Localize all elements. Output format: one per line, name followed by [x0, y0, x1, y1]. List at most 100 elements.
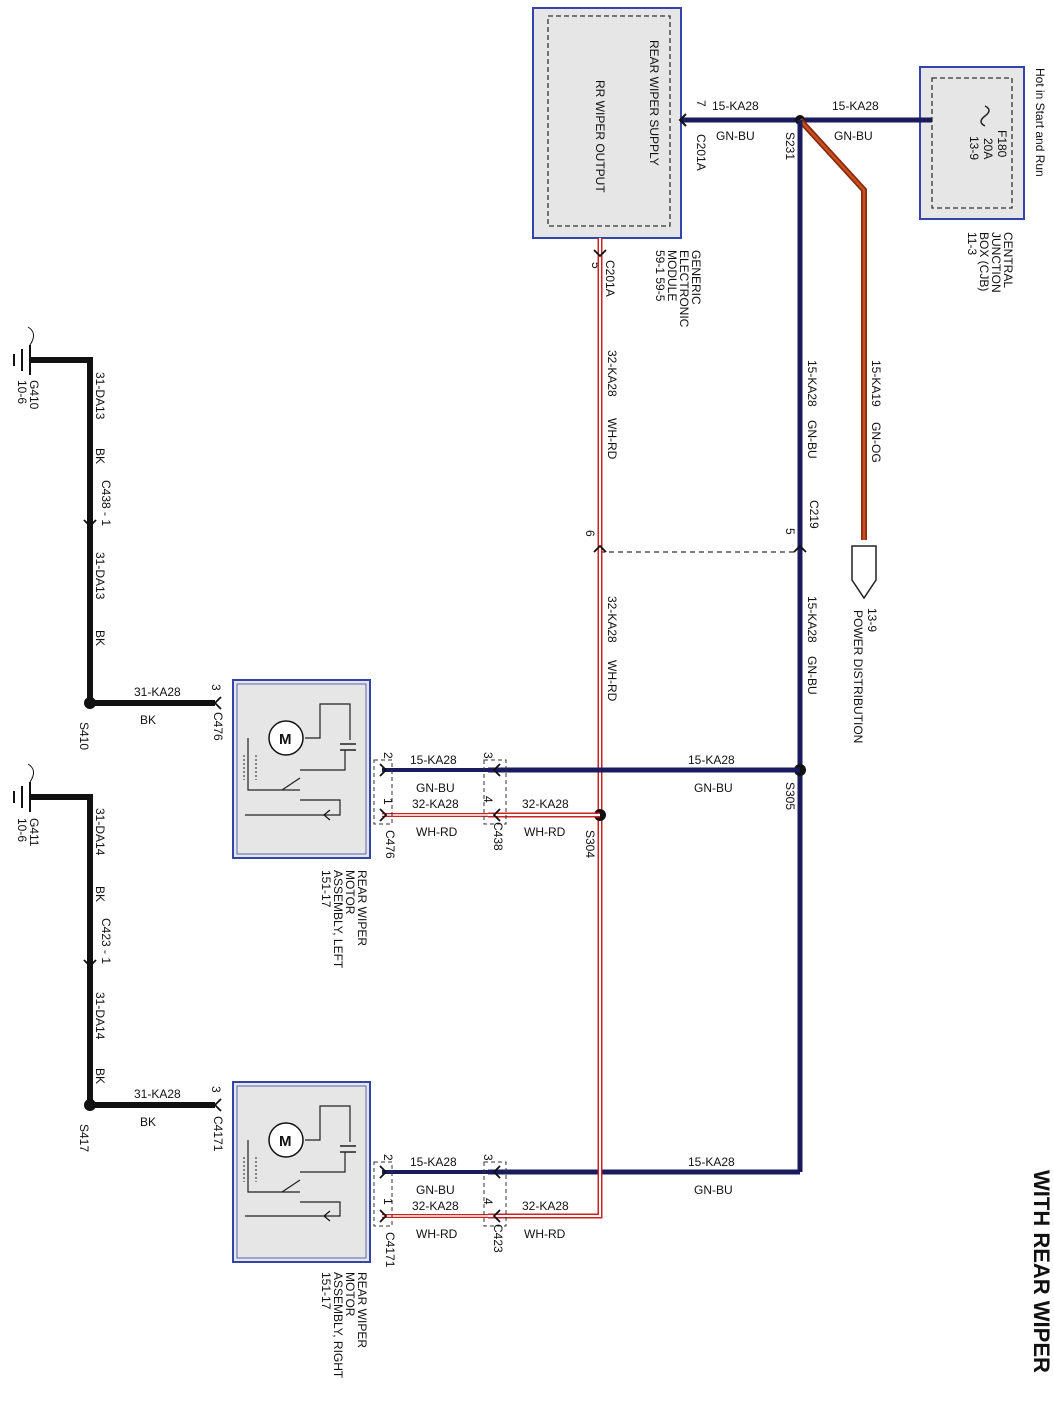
wire-label-whrd-v2: WH-RD — [605, 660, 619, 702]
c219-pin6: 6 — [583, 530, 597, 537]
wire-label-ka28-l1: 15-KA28 — [688, 753, 735, 767]
c476-label-top: C476 — [211, 712, 225, 741]
wire-label-gnbu-r1: GN-BU — [694, 1183, 733, 1197]
c476-pin3-chevron — [213, 696, 222, 710]
wire-label-bk-da14-2: BK — [93, 1068, 107, 1084]
wire-label-whrd-l2: WH-RD — [416, 825, 458, 839]
wire-label-whrd-v1: WH-RD — [605, 418, 619, 460]
wire-label-ka28-l2: 15-KA28 — [410, 753, 457, 767]
c219-label: C219 — [807, 500, 821, 529]
motor-right-internal-3 — [300, 1152, 346, 1173]
c423-pin4: 4 — [481, 1198, 495, 1205]
gem-name-2: ELECTRONIC — [677, 250, 691, 328]
g410-label: G410 — [27, 380, 41, 410]
gem-supply-pin: 7 — [694, 100, 708, 107]
c4171-chevron-2 — [379, 1165, 388, 1179]
c4171-pin1: 1 — [381, 1198, 395, 1205]
gem-output-pin: 5 — [589, 262, 603, 269]
wire-label-ka28-31-l: 31-KA28 — [134, 685, 181, 699]
fuse-rating: 20A — [981, 138, 995, 159]
diagram-title: WITH REAR WIPER — [1029, 1170, 1054, 1373]
wire-label-bk-da14-1: BK — [93, 886, 107, 902]
c4171-pin3: 3 — [209, 1086, 223, 1093]
power-dist-ref: 13-9 — [865, 608, 879, 632]
c476-chevron-2 — [379, 763, 388, 777]
wire-gnog — [797, 117, 867, 540]
motor-right-internal-4 — [245, 1201, 341, 1217]
wire-label-bk-da13-2: BK — [93, 630, 107, 646]
hot-label: Hot in Start and Run — [1033, 68, 1047, 177]
wire-label-bk-r: BK — [140, 1115, 156, 1129]
c438-chevron-3 — [492, 763, 501, 777]
fuse-ref: 13-9 — [967, 136, 981, 160]
wire-bk-g411 — [30, 794, 93, 1105]
wire-label-ka19: 15-KA19 — [869, 360, 883, 407]
c423-1-chevron — [83, 959, 97, 968]
motor-left-box-inner — [236, 683, 367, 855]
wire-label-ka28-v2: 15-KA28 — [805, 596, 819, 643]
c219-pin5: 5 — [783, 528, 797, 535]
motor-left-name-3: ASSEMBLY, LEFT — [331, 870, 345, 969]
gem-inner-dashed — [547, 15, 671, 227]
wire-label-ka28-32-v1: 32-KA28 — [605, 350, 619, 397]
c4171-dashed — [373, 1161, 393, 1227]
c438-1-label: C438 - 1 — [99, 480, 113, 526]
motor-right-term-arrow — [323, 1210, 331, 1222]
c476-dashed — [373, 759, 393, 825]
c476-pin2: 2 — [381, 752, 395, 759]
wire-label-bk-da13-1: BK — [93, 448, 107, 464]
power-dist-connector — [851, 545, 877, 600]
c219-chevron-a — [793, 544, 807, 553]
wire-label-gnbu-v1: GN-BU — [805, 420, 819, 459]
wire-label-ka28-32-r2: 32-KA28 — [412, 1199, 459, 1213]
g411-label: G411 — [27, 818, 41, 847]
wire-label-gnog: GN-OG — [869, 422, 883, 463]
wire-label-ka28-32-r1: 32-KA28 — [522, 1199, 569, 1213]
cjb-name-3: BOX (CJB) — [977, 232, 991, 291]
c438-pin4: 4 — [481, 796, 495, 803]
c438-chevron-4 — [492, 808, 501, 822]
c423-label: C423 — [491, 1224, 505, 1253]
c423-chevron-3 — [492, 1165, 501, 1179]
wire-label-whrd-r2: WH-RD — [416, 1227, 458, 1241]
c423-pin3: 3 — [481, 1154, 495, 1161]
ground-g411-icon — [13, 763, 34, 812]
wire-gnog-stripe — [799, 119, 866, 540]
motor-left-m-label: M — [279, 731, 292, 748]
ground-g410-icon — [13, 326, 34, 375]
motor-left-name-2: MOTOR — [343, 870, 357, 915]
c423-dashed — [483, 1161, 507, 1227]
c438-label: C438 — [491, 822, 505, 851]
wire-label-ka28-32-v2: 32-KA28 — [605, 596, 619, 643]
cjb-inner-dashed — [931, 77, 1013, 209]
motor-left-ref: 151-17 — [319, 870, 333, 908]
wire-label-gnbu-top2: GN-BU — [834, 129, 873, 143]
gem-name-1: GENERIC — [689, 250, 703, 305]
wire-label-da14-1: 31-DA14 — [93, 808, 107, 856]
gem-supply-chevron — [678, 113, 687, 127]
gem-output-label: RR WIPER OUTPUT — [593, 80, 607, 193]
cjb-ref: 11-3 — [965, 232, 979, 255]
fuse-id: F180 — [995, 130, 1009, 158]
c4171-label-top: C4171 — [211, 1116, 225, 1152]
gem-ref: 59-1 59-5 — [653, 250, 667, 302]
fuse-symbol — [980, 105, 990, 127]
c476-chevron-1 — [379, 808, 388, 822]
wire-label-whrd-l1: WH-RD — [524, 825, 566, 839]
s304-label: S304 — [583, 830, 597, 858]
motor-right-m-label: M — [279, 1133, 292, 1150]
motor-left-switch — [281, 777, 301, 791]
motor-left-internal-4 — [245, 799, 341, 816]
wire-label-gnbu-l2: GN-BU — [416, 781, 455, 795]
c4171-label-bottom: C4171 — [383, 1232, 397, 1268]
g411-ref: 10-6 — [15, 818, 29, 842]
c423-chevron-4 — [492, 1209, 501, 1223]
c4171-chevron-1 — [379, 1209, 388, 1223]
gem-connector-bottom: C201A — [603, 260, 617, 297]
motor-right-name-3: ASSEMBLY, RIGHT — [331, 1272, 345, 1379]
cjb-box — [919, 66, 1025, 220]
motor-left-name-1: REAR WIPER — [355, 870, 369, 946]
wire-bk-g410 — [30, 357, 93, 703]
g410-ref: 10-6 — [15, 380, 29, 404]
